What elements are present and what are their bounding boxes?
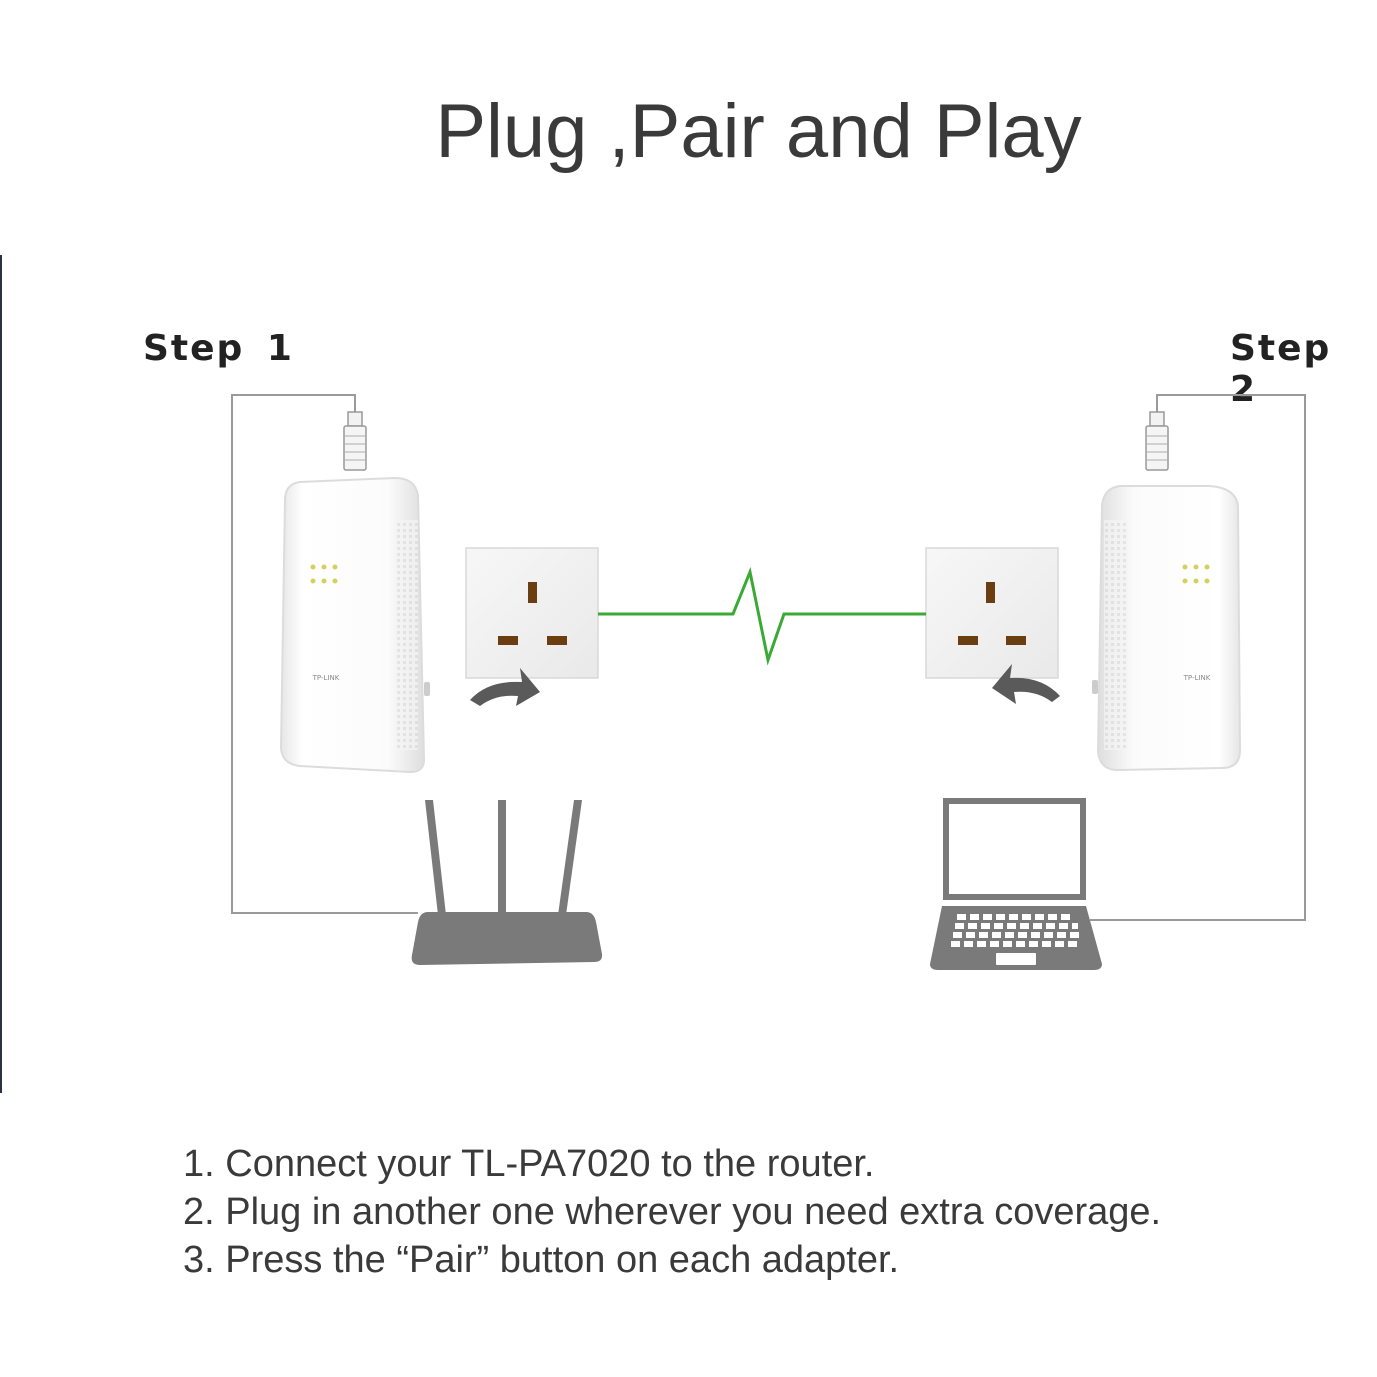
right-adapter-brand: TP-LINK [1183, 674, 1211, 682]
router-icon [411, 800, 603, 965]
instruction-step-3: 3. Press the “Pair” button on each adapt… [183, 1239, 900, 1281]
instruction-step-2: 2. Plug in another one wherever you need… [183, 1191, 1162, 1233]
instruction-step-1: 1. Connect your TL-PA7020 to the router. [183, 1143, 875, 1185]
powerline-signal-line [598, 566, 926, 666]
ethernet-plug-icon [343, 411, 367, 471]
wall-socket-icon [925, 547, 1059, 679]
left-adapter-brand: TP-LINK [312, 674, 340, 682]
left-divider [0, 255, 2, 1093]
curved-arrow-icon [470, 668, 540, 706]
powerline-adapter-icon: TP-LINK [279, 476, 430, 774]
powerline-adapter-icon: TP-LINK [1092, 485, 1242, 772]
curved-arrow-icon [992, 664, 1060, 704]
step-2-label: Step 2 [1230, 328, 1332, 410]
wall-socket-icon [465, 547, 599, 679]
instruction-list: 1. Connect your TL-PA7020 to the router.… [183, 1140, 1161, 1284]
step-1-label: Step 1 [143, 328, 294, 369]
laptop-icon [930, 798, 1102, 970]
right-ethernet-cable [1090, 394, 1306, 921]
ethernet-plug-icon [1145, 411, 1169, 471]
page-title: Plug ,Pair and Play [435, 89, 1082, 174]
left-ethernet-cable [231, 394, 418, 914]
